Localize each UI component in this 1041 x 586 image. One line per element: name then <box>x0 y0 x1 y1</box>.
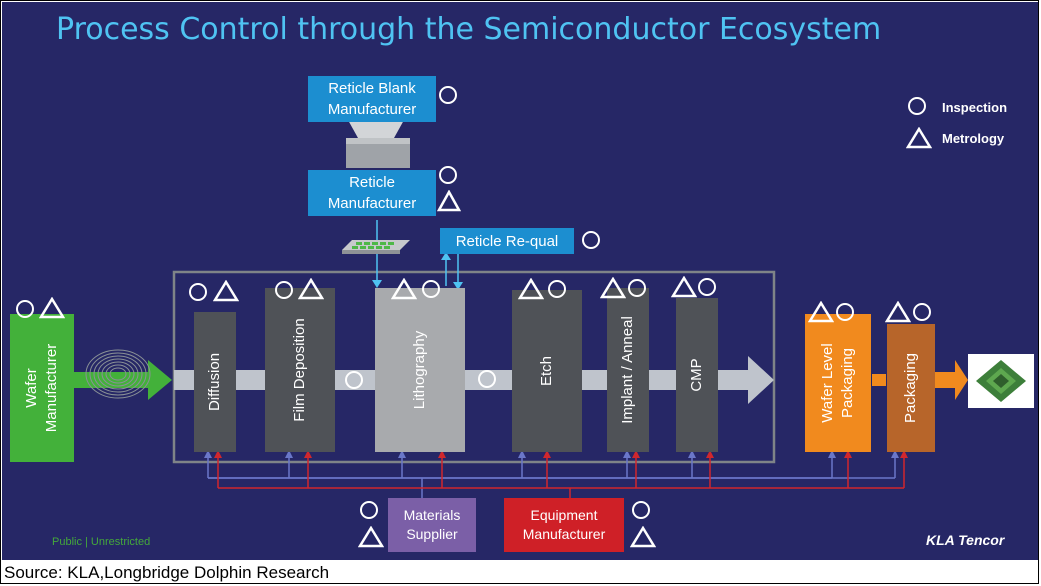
film-deposition-label: Film Deposition <box>291 318 308 422</box>
metrology-icon <box>437 190 461 212</box>
inspection-icon <box>913 303 931 321</box>
inspection-icon <box>836 303 854 321</box>
fab-frame <box>172 270 776 464</box>
reticle-mfr-line1: Reticle <box>349 174 395 191</box>
metrology-icon <box>671 276 697 298</box>
metrology-icon <box>39 297 65 319</box>
legend-metrology-label: Metrology <box>942 131 1005 146</box>
packaging-label: Packaging <box>902 352 919 424</box>
packaging-flow-arrow <box>935 360 968 400</box>
process-step-etch: Etch <box>512 290 582 452</box>
process-step-film-deposition: Film Deposition <box>265 288 335 452</box>
reticle-blank-line2: Manufacturer <box>327 101 417 118</box>
implant-anneal-label: Implant / Anneal <box>619 316 636 424</box>
inspection-icon <box>422 280 440 298</box>
inspection-icon <box>632 501 650 519</box>
wafer-flow-arrow <box>74 360 172 400</box>
inspection-icon <box>478 370 496 388</box>
connector-diagram <box>74 120 968 498</box>
diffusion-label: Diffusion <box>206 352 223 412</box>
equipment-manufacturer-box: Equipment Manufacturer <box>504 498 624 552</box>
slide-title: Process Control through the Semiconducto… <box>56 12 882 47</box>
inspection-icon <box>628 279 646 297</box>
reticle-mfr-line2: Manufacturer <box>327 195 417 212</box>
chip-icon <box>976 360 1026 402</box>
materials-supplier-line2: Supplier <box>406 526 458 542</box>
inspection-icon <box>360 501 378 519</box>
packaging-box: Packaging <box>887 324 935 452</box>
packaged-chip-image <box>968 354 1034 408</box>
legend-inspection-icon <box>908 97 926 115</box>
inspection-icon <box>189 283 207 301</box>
wafer-level-packaging-box: Wafer Level Packaging <box>805 314 871 452</box>
wafer-stack-image <box>85 349 151 399</box>
kla-tencor-logo: KLA Tencor <box>926 532 1005 548</box>
equipment-mfr-line2: Manufacturer <box>522 526 606 542</box>
inspection-icon <box>698 278 716 296</box>
reticle-manufacturer-box: Reticle Manufacturer <box>308 170 436 216</box>
source-caption: Source: KLA,Longbridge Dolphin Research <box>4 563 330 582</box>
metrology-icon <box>391 278 417 300</box>
classification-label: Public | Unrestricted <box>52 536 151 548</box>
materials-supplier-line1: Materials <box>403 507 461 523</box>
metrology-icon <box>808 301 834 323</box>
equipment-mfr-line1: Equipment <box>530 507 598 523</box>
materials-supplier-box: Materials Supplier <box>388 498 476 552</box>
wafer-manufacturer-label: Wafer Manufacturer <box>23 343 60 433</box>
etch-label: Etch <box>538 355 555 387</box>
reticle-blank-line1: Reticle Blank <box>328 80 416 97</box>
process-step-implant-anneal: Implant / Anneal <box>607 288 649 452</box>
inspection-icon <box>439 166 457 184</box>
process-step-cmp: CMP <box>676 298 718 452</box>
reticle-requal-label: Reticle Re-qual <box>455 232 559 250</box>
inspection-icon <box>275 281 293 299</box>
lithography-label: Lithography <box>411 330 428 410</box>
metrology-icon <box>600 277 626 299</box>
inspection-icon <box>548 280 566 298</box>
inspection-icon <box>345 371 363 389</box>
legend-metrology-icon <box>906 127 932 149</box>
reticle-plate-image <box>342 240 410 254</box>
slide: Process Control through the Semiconducto… <box>2 2 1038 560</box>
process-flow-arrow <box>174 356 774 404</box>
metrology-icon <box>358 526 384 548</box>
inspection-icon <box>16 300 34 318</box>
cmp-label: CMP <box>688 358 705 392</box>
metrology-icon <box>298 278 324 300</box>
wafer-level-packaging-label: Wafer Level Packaging <box>819 343 856 423</box>
metrology-icon <box>213 280 239 302</box>
metrology-icon <box>630 526 656 548</box>
process-step-lithography: Lithography <box>375 288 465 452</box>
reticle-blank-manufacturer-box: Reticle Blank Manufacturer <box>308 76 436 122</box>
metrology-icon <box>885 301 911 323</box>
process-step-diffusion: Diffusion <box>194 312 236 452</box>
inspection-icon <box>439 86 457 104</box>
inspection-icon <box>582 231 600 249</box>
reticle-machine-image <box>346 120 410 168</box>
reticle-requal-box: Reticle Re-qual <box>440 228 574 254</box>
legend-inspection-label: Inspection <box>942 100 1008 115</box>
wafer-manufacturer-box: Wafer Manufacturer <box>10 314 74 462</box>
metrology-icon <box>518 278 544 300</box>
